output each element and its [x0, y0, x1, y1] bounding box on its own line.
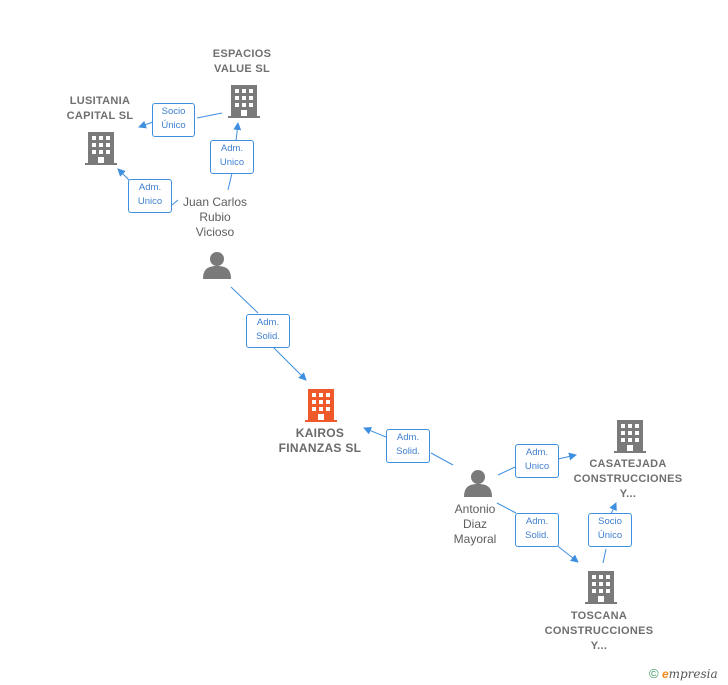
edge-label-line1: Adm. — [256, 317, 280, 328]
kairos-building-icon[interactable] — [305, 389, 337, 422]
toscana-label-line2: CONSTRUCCIONES — [544, 625, 654, 637]
edge-label-antonio-toscana[interactable]: Adm. Solid. — [515, 513, 559, 547]
edge-label-antonio-kairos[interactable]: Adm. Solid. — [386, 429, 430, 463]
kairos-label-line2: FINANZAS SL — [278, 441, 362, 455]
edge-antonio-toscana[interactable] — [496, 502, 578, 562]
edge-juan-kairos[interactable] — [230, 286, 306, 380]
casatejada-label-line3: Y... — [619, 488, 637, 500]
juan-label-line2: Rubio — [199, 210, 231, 224]
edge-label-line2: Solid. — [256, 331, 280, 342]
edge-label-line1: Socio — [598, 516, 622, 527]
toscana-label[interactable]: TOSCANA CONSTRUCCIONES Y... — [541, 609, 657, 654]
edge-juan-espacios[interactable] — [227, 123, 238, 191]
kairos-label-line1: KAIROS — [295, 426, 345, 440]
toscana-label-line1: TOSCANA — [570, 610, 628, 622]
casatejada-label[interactable]: CASATEJADA CONSTRUCCIONES Y... — [570, 457, 686, 502]
casatejada-label-line2: CONSTRUCCIONES — [573, 473, 683, 485]
antonio-label-line2: Diaz — [462, 517, 487, 531]
casatejada-building-icon[interactable] — [614, 420, 646, 453]
edge-antonio-casatejada[interactable] — [497, 455, 576, 476]
edge-label-juan-kairos[interactable]: Adm. Solid. — [246, 314, 290, 348]
casatejada-label-line1: CASATEJADA — [589, 458, 667, 470]
brand-name: mpresia — [668, 667, 718, 681]
antonio-label-line1: Antonio — [454, 502, 496, 516]
edge-label-antonio-casatejada[interactable]: Adm. Unico — [515, 444, 559, 478]
edge-label-toscana-casatejada[interactable]: Socio Único — [588, 513, 632, 547]
edge-label-line2: Unico — [137, 196, 163, 207]
edge-label-line2: Unico — [524, 461, 550, 472]
edge-label-line2: Único — [597, 530, 623, 541]
edge-label-line2: Único — [161, 120, 186, 131]
espacios-label-line2: VALUE SL — [214, 63, 270, 75]
toscana-label-line3: Y... — [590, 640, 608, 652]
edge-label-line1: Adm. — [396, 432, 420, 443]
edge-label-juan-espacios[interactable]: Adm. Unico — [210, 140, 254, 174]
edge-label-line2: Solid. — [525, 530, 549, 541]
brand-initial: e — [661, 667, 669, 681]
espacios-label-line1: ESPACIOS — [212, 48, 272, 60]
edge-label-line2: Solid. — [396, 446, 420, 457]
lusitania-label-line1: LUSITANIA — [69, 95, 131, 107]
edge-label-line1: Adm. — [220, 143, 244, 154]
lusitania-building-icon[interactable] — [85, 132, 117, 165]
juan-person-icon[interactable] — [203, 252, 231, 279]
edge-label-espacios-lusitania[interactable]: Socio Único — [152, 103, 195, 137]
edges — [118, 112, 616, 564]
edge-label-line1: Adm. — [525, 516, 549, 527]
kairos-label[interactable]: KAIROS FINANZAS SL — [268, 426, 372, 456]
espacios-label[interactable]: ESPACIOS VALUE SL — [205, 47, 279, 77]
copyright-icon: © — [649, 666, 659, 681]
lusitania-label[interactable]: LUSITANIA CAPITAL SL — [60, 94, 140, 124]
juan-label[interactable]: Juan Carlos Rubio Vicioso — [172, 195, 258, 240]
toscana-building-icon[interactable] — [585, 571, 617, 604]
juan-label-line3: Vicioso — [195, 225, 235, 239]
edge-toscana-casatejada[interactable] — [602, 503, 616, 564]
edge-espacios-lusitania[interactable] — [139, 112, 223, 127]
espacios-building-icon[interactable] — [228, 85, 260, 118]
edge-label-line1: Socio — [161, 106, 186, 117]
lusitania-label-line2: CAPITAL SL — [66, 110, 134, 122]
edge-label-juan-lusitania[interactable]: Adm. Unico — [128, 179, 172, 213]
edge-label-line2: Unico — [219, 157, 245, 168]
antonio-person-icon[interactable] — [464, 470, 492, 497]
edge-antonio-kairos[interactable] — [364, 428, 454, 466]
edge-label-line1: Adm. — [138, 182, 162, 193]
antonio-label[interactable]: Antonio Diaz Mayoral — [440, 502, 510, 547]
juan-label-line1: Juan Carlos — [182, 195, 248, 209]
antonio-label-line3: Mayoral — [453, 532, 497, 546]
edge-label-line1: Adm. — [525, 447, 549, 458]
empresia-logo[interactable]: © empresia — [649, 666, 718, 681]
